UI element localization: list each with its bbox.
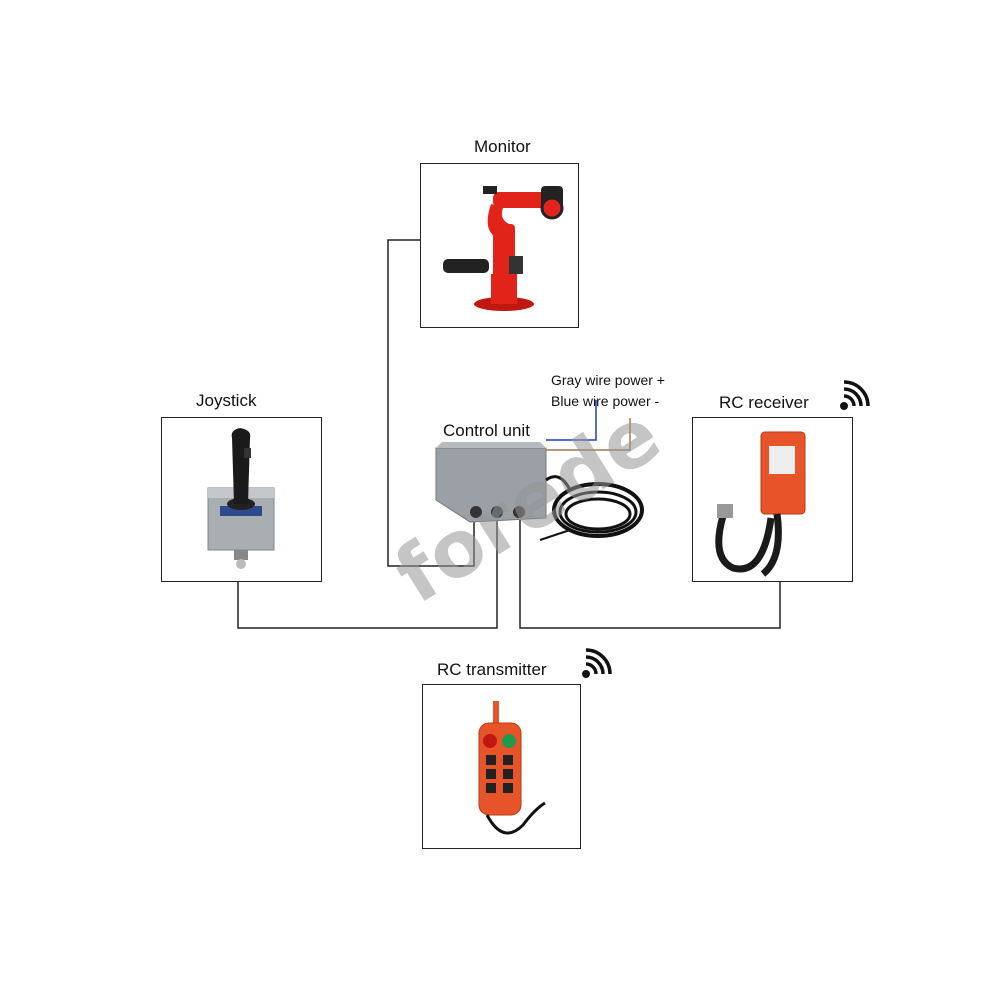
wire-receiver-control [519,520,781,629]
wire-monitor-control [387,239,475,567]
control-unit-label: Control unit [443,421,530,440]
monitor-box [420,163,579,328]
gray-wire [546,418,631,451]
monitor-image [443,186,564,311]
joystick-image [207,428,275,569]
joystick-box [161,417,322,582]
rc-receiver-label: RC receiver [719,393,809,412]
wifi-signal-icon [582,648,612,678]
wire-joystick-control [237,520,498,629]
gray-wire-label: Gray wire power + [551,372,665,388]
blue-wire [546,400,597,441]
monitor-label: Monitor [474,137,531,156]
blue-wire-label: Blue wire power - [551,393,660,409]
rc-receiver-box [692,417,853,582]
joystick-label: Joystick [196,391,257,410]
rc-transmitter-box [422,684,581,849]
rc-transmitter-image [478,701,546,835]
wifi-signal-icon [840,380,870,410]
rc-transmitter-label: RC transmitter [437,660,547,679]
rc-receiver-image [715,431,806,577]
